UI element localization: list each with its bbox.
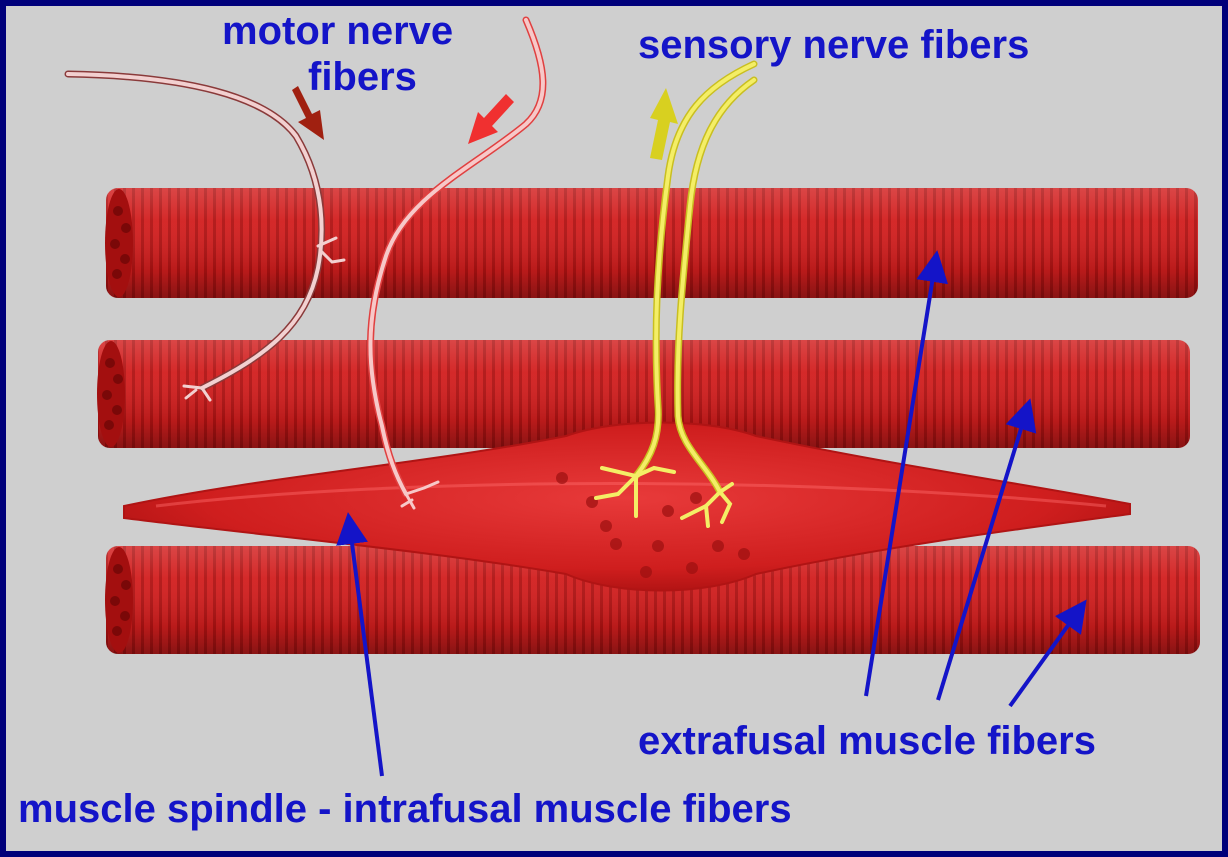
sensory-nerve-label: sensory nerve fibers (638, 22, 1029, 68)
motor-nerve-label-line1: motor nerve (222, 8, 453, 54)
motor-nerve-label: motor nerve fibers (222, 8, 453, 100)
motor-nerve-label-line2: fibers (222, 54, 453, 100)
diagram-frame: motor nerve fibers sensory nerve fibers … (6, 6, 1222, 851)
extrafusal-label: extrafusal muscle fibers (638, 718, 1096, 764)
extrafusal-fiber-top (105, 188, 1198, 298)
spindle-label: muscle spindle - intrafusal muscle fiber… (18, 786, 792, 832)
